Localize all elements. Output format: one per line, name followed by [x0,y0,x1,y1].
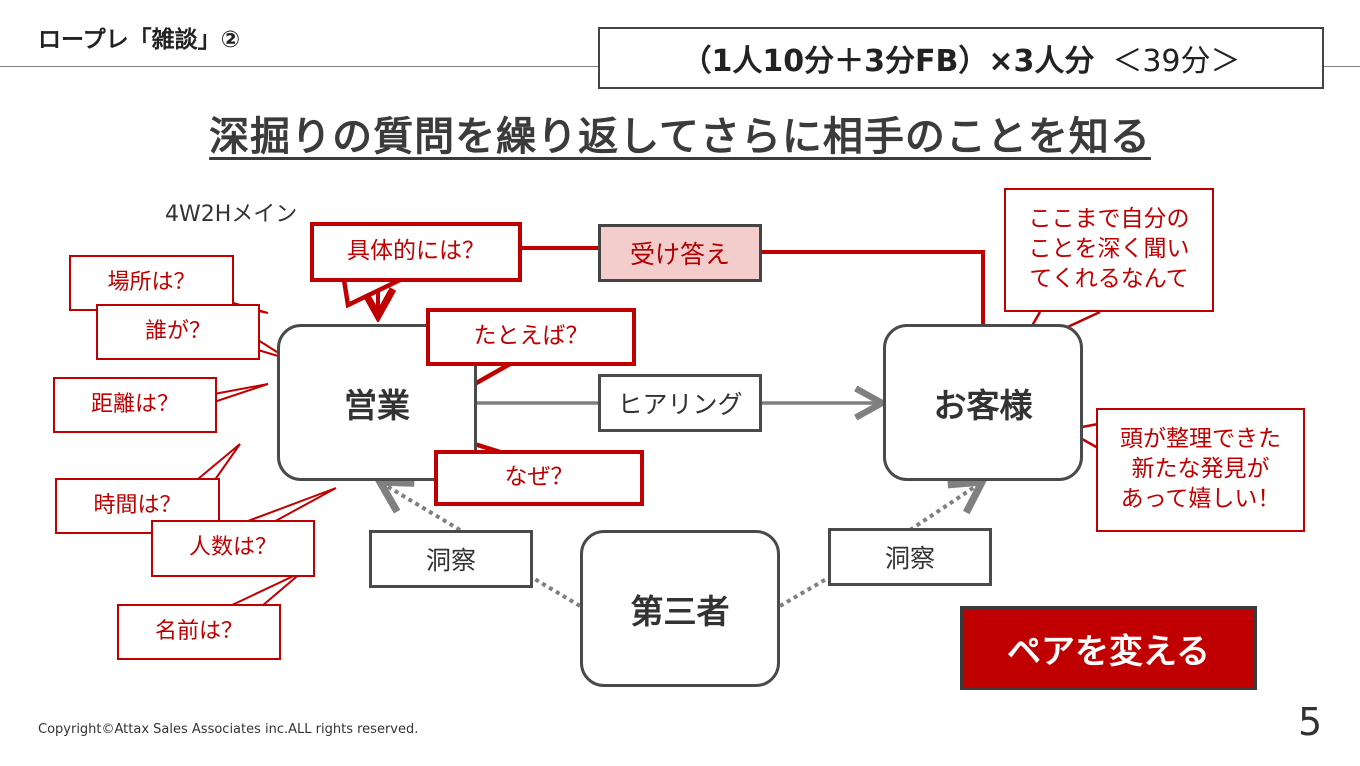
main-title: 深掘りの質問を繰り返してさらに相手のことを知る [120,104,1240,162]
customer-node: お客様 [883,324,1083,481]
time-allocation-box: （1人10分＋3分FB）×3人分 ＜39分＞ [598,27,1324,89]
tail-count [239,487,337,525]
time-total-text: ＜39分＞ [1112,44,1241,79]
question-for-example-bubble: たとえば？ [426,308,636,366]
hearing-label: ヒアリング [598,374,762,432]
response-label: 受け答え [598,224,762,282]
main-title-text: 深掘りの質問を繰り返してさらに相手のことを知る [209,114,1151,160]
customer-happy-bubble: ここまで自分の ことを深く聞い てくれるなんて [1004,188,1214,312]
tail-distance [213,383,269,403]
question-count-bubble: 人数は？ [151,520,315,577]
observe-right-line [778,482,982,608]
observe-left-label: 洞察 [369,530,533,588]
tail-time [191,443,241,485]
tail-specifically [341,277,401,309]
time-allocation-text: （1人10分＋3分FB）×3人分 [681,44,1095,79]
question-why-bubble: なぜ？ [434,450,644,506]
observe-right-label: 洞察 [828,528,992,586]
question-specifically-bubble: 具体的には？ [310,222,522,282]
observe-left-line [380,482,582,608]
question-place-bubble: 場所は？ [69,255,234,311]
slide-section-title: ロープレ「雑談」② [38,27,241,53]
third-party-node: 第三者 [580,530,780,687]
page-number: 5 [1298,700,1323,744]
copyright-text: Copyright©Attax Sales Associates inc.ALL… [38,722,419,737]
question-distance-bubble: 距離は？ [53,377,217,433]
question-who-bubble: 誰が？ [96,304,260,360]
question-name-bubble: 名前は？ [117,604,281,660]
customer-discovery-bubble: 頭が整理できた 新たな発見が あって嬉しい！ [1096,408,1305,532]
subtitle-4w2h: 4W2Hメイン [165,202,298,227]
tail-name [229,571,303,607]
change-pair-button[interactable]: ペアを変える [960,606,1257,690]
